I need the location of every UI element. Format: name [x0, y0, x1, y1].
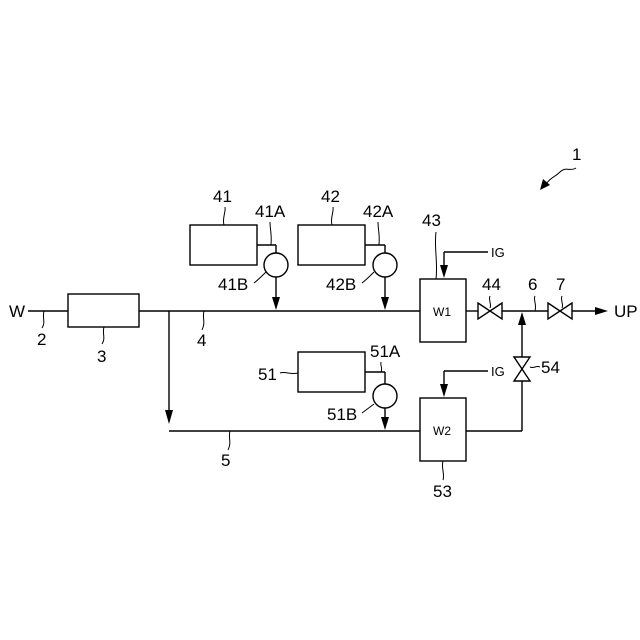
tank-51-leader [280, 372, 298, 373]
pipe-6-label: 6 [528, 275, 537, 294]
ig2-arrowhead [440, 384, 448, 397]
pump-51a-leader [381, 362, 382, 372]
pipe-4-leader [202, 311, 204, 330]
ig2-label: IG [491, 364, 505, 379]
water-in-label: W [9, 302, 25, 321]
pump-41b-leader [254, 272, 266, 283]
pump-41 [264, 253, 288, 277]
pump-51b-leader [362, 404, 374, 413]
unit-3-leader [102, 327, 104, 344]
tank-51 [298, 352, 365, 392]
unit-43-leader [435, 232, 436, 279]
output-label: UP [614, 302, 638, 321]
pump-42-arrowhead [381, 297, 389, 310]
pump-51a-label: 51A [370, 342, 401, 361]
pipe-2-leader [42, 311, 44, 328]
pump-41-arrowhead [272, 297, 280, 310]
pump-42a-label: 42A [363, 202, 394, 221]
pump-42 [373, 253, 397, 277]
valve-54-label: 54 [541, 358, 560, 377]
unit-3-label: 3 [97, 347, 106, 366]
ig1-arrowhead [440, 265, 448, 278]
pump-51 [373, 384, 397, 408]
unit-w2-inner-label: W2 [433, 424, 451, 438]
pump-42b-leader [362, 272, 374, 283]
tank-42-leader [331, 207, 333, 225]
pump-41a-leader [270, 222, 271, 245]
tank-41-leader [223, 207, 225, 225]
riser-arrowhead [518, 312, 526, 325]
pump-41b-label: 41B [218, 275, 248, 294]
tank-41 [190, 225, 257, 265]
valve-54-top [514, 357, 530, 369]
pipe-5-leader [228, 431, 230, 450]
valve-7-right [560, 303, 572, 319]
pipe-6-leader [534, 296, 535, 311]
pump-41a-label: 41A [255, 202, 286, 221]
pipe-2-label: 2 [37, 330, 46, 349]
pump-42b-label: 42B [326, 275, 356, 294]
tank-42-label: 42 [321, 187, 340, 206]
unit-w1-inner-label: W1 [433, 305, 451, 319]
pump-42a-leader [378, 222, 379, 245]
tank-51-label: 51 [258, 365, 277, 384]
valve-7-left [548, 303, 560, 319]
unit-53-label: 53 [433, 482, 452, 501]
valve-54-bottom [514, 369, 530, 381]
pump-51-arrowhead [381, 417, 389, 430]
valve-44-left [478, 303, 490, 319]
valve-44-leader [489, 296, 490, 308]
system-leader [546, 168, 576, 184]
system-label: 1 [572, 145, 581, 164]
unit-3-block [68, 294, 139, 327]
pipe-4-label: 4 [197, 331, 206, 350]
valve-7-leader [561, 296, 562, 308]
unit-43-label: 43 [422, 211, 441, 230]
branch-arrowhead [165, 410, 173, 424]
ig1-label: IG [491, 245, 505, 260]
pipe-5-label: 5 [221, 451, 230, 470]
pump-51b-label: 51B [327, 405, 357, 424]
valve-7-label: 7 [556, 275, 565, 294]
unit-53-leader [442, 461, 443, 480]
outlet-arrowhead [595, 307, 608, 315]
valve-54-leader [530, 366, 540, 367]
tank-41-label: 41 [213, 187, 232, 206]
tank-42 [298, 225, 365, 265]
valve-44-right [490, 303, 502, 319]
valve-44-label: 44 [482, 275, 501, 294]
